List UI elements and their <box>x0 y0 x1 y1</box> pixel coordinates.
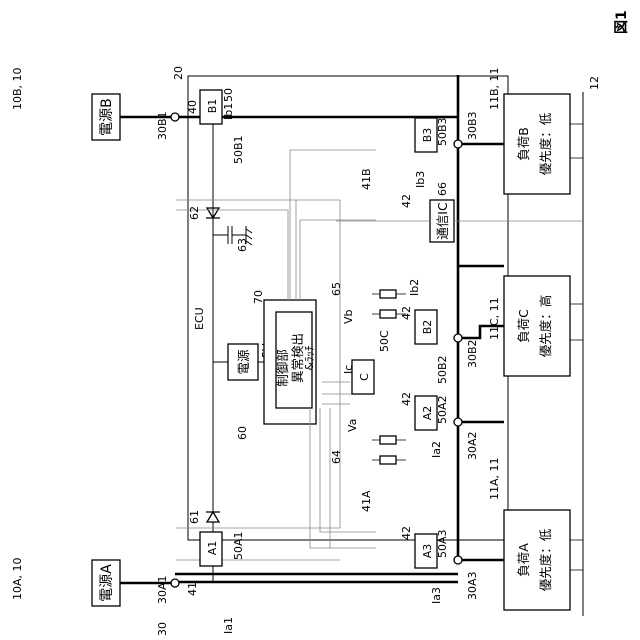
ref-50c: 50C <box>378 330 391 352</box>
load-a-priority: 優先度：低 <box>538 528 553 591</box>
load-c-priority: 優先度：高 <box>538 295 553 358</box>
controller-line3: &ﾗｯﾁ <box>303 345 316 371</box>
ref-ib3: Ib3 <box>414 171 427 188</box>
ref-42-b3: 42 <box>400 194 413 208</box>
bus-a-wire <box>175 574 458 582</box>
switch-b3-label: B3 <box>421 128 434 143</box>
switch-a3: A3 <box>415 534 437 568</box>
sense-resistor-64b <box>380 436 396 444</box>
ref-ib1: Ib1 <box>222 103 235 120</box>
switch-b2-label: B2 <box>421 320 434 335</box>
ref-ib2: Ib2 <box>408 279 421 296</box>
ref-42-a2: 42 <box>400 392 413 406</box>
ref-50b1: 50B1 <box>232 135 245 164</box>
connector-30b2 <box>454 334 462 342</box>
switch-b1: B1 <box>200 90 222 124</box>
ref-41a: 41A <box>360 490 373 512</box>
ref-11a: 11A, 11 <box>488 457 501 500</box>
ref-64: 64 <box>330 450 343 464</box>
ref-vb: Vb <box>342 309 355 324</box>
sense-resistor-65a <box>380 310 396 318</box>
ref-30a1: 30A1 <box>156 575 169 604</box>
ref-30b2: 30B2 <box>466 339 479 368</box>
ref-41: 41 <box>186 582 199 596</box>
ref-ic: Ic <box>342 365 355 374</box>
ref-50a2: 50A2 <box>436 395 449 424</box>
ref-60: 60 <box>236 426 249 440</box>
power-source-a-label: 電源A <box>99 564 115 602</box>
ecu-label: ECU <box>193 307 206 330</box>
load-a-name: 負荷A <box>516 543 531 577</box>
switch-b2: B2 <box>415 310 437 344</box>
ref-10a: 10A, 10 <box>11 557 24 600</box>
load-b-name: 負荷B <box>516 127 531 161</box>
ref-62: 62 <box>188 206 201 220</box>
switch-a1-label: A1 <box>206 541 219 556</box>
power-source-b-label: 電源B <box>99 98 115 136</box>
load-b-priority: 優先度：低 <box>538 112 553 175</box>
ref-50b2: 50B2 <box>436 355 449 384</box>
ref-42-b2: 42 <box>400 306 413 320</box>
connector-30a3 <box>454 556 462 564</box>
ref-50b3: 50B3 <box>436 117 449 146</box>
ref-10b: 10B, 10 <box>11 67 24 110</box>
ref-12: 12 <box>588 76 601 90</box>
connector-30b3 <box>454 140 462 148</box>
ref-63: 63 <box>236 238 249 252</box>
switch-a2: A2 <box>415 396 437 430</box>
switch-c-label: C <box>358 373 371 381</box>
ref-ia3: Ia3 <box>430 587 443 604</box>
switch-b3: B3 <box>415 118 437 152</box>
connector-30a1 <box>171 579 179 587</box>
figure-label: 図1 <box>614 10 630 34</box>
ref-va: Va <box>346 419 359 432</box>
ref-30a2: 30A2 <box>466 431 479 460</box>
ref-11c: 11C, 11 <box>488 297 501 340</box>
switch-a2-label: A2 <box>421 406 434 421</box>
ref-61: 61 <box>188 510 201 524</box>
ref-41b: 41B <box>360 168 373 190</box>
load-b <box>504 94 570 194</box>
ref-70: 70 <box>252 290 265 304</box>
ref-ia1: Ia1 <box>222 617 235 634</box>
comm-ic-label: 通信IC <box>435 202 450 240</box>
ref-30: 30 <box>156 622 169 636</box>
ref-50a3: 50A3 <box>436 529 449 558</box>
ref-30b3: 30B3 <box>466 111 479 140</box>
ref-42-a3: 42 <box>400 526 413 540</box>
power-supply-label: 電源 <box>236 349 251 375</box>
ref-30b1: 30B1 <box>156 111 169 140</box>
switch-a1: A1 <box>200 532 222 566</box>
bus-taps <box>570 124 583 570</box>
switch-a3-label: A3 <box>421 544 434 559</box>
sense-resistor-64a <box>380 456 396 464</box>
ref-20: 20 <box>172 66 185 80</box>
switch-c: C <box>352 360 374 394</box>
ref-11b: 11B, 11 <box>488 67 501 110</box>
diode-61 <box>206 512 220 522</box>
ref-50: 50 <box>222 88 235 102</box>
ref-65: 65 <box>330 282 343 296</box>
controller-line1: 制御部 <box>275 349 290 387</box>
ref-40: 40 <box>186 100 199 114</box>
load-c-name: 負荷C <box>516 309 531 343</box>
ref-ia2: Ia2 <box>430 441 443 458</box>
ref-50a1: 50A1 <box>232 531 245 560</box>
load-c <box>504 276 570 376</box>
load-a <box>504 510 570 610</box>
ref-30a3: 30A3 <box>466 571 479 600</box>
switch-b1-label: B1 <box>206 99 219 114</box>
sense-resistor-65b <box>380 290 396 298</box>
ref-66: 66 <box>436 182 449 196</box>
connector-30a2 <box>454 418 462 426</box>
connector-30b1 <box>171 113 179 121</box>
source-leads <box>120 117 175 583</box>
